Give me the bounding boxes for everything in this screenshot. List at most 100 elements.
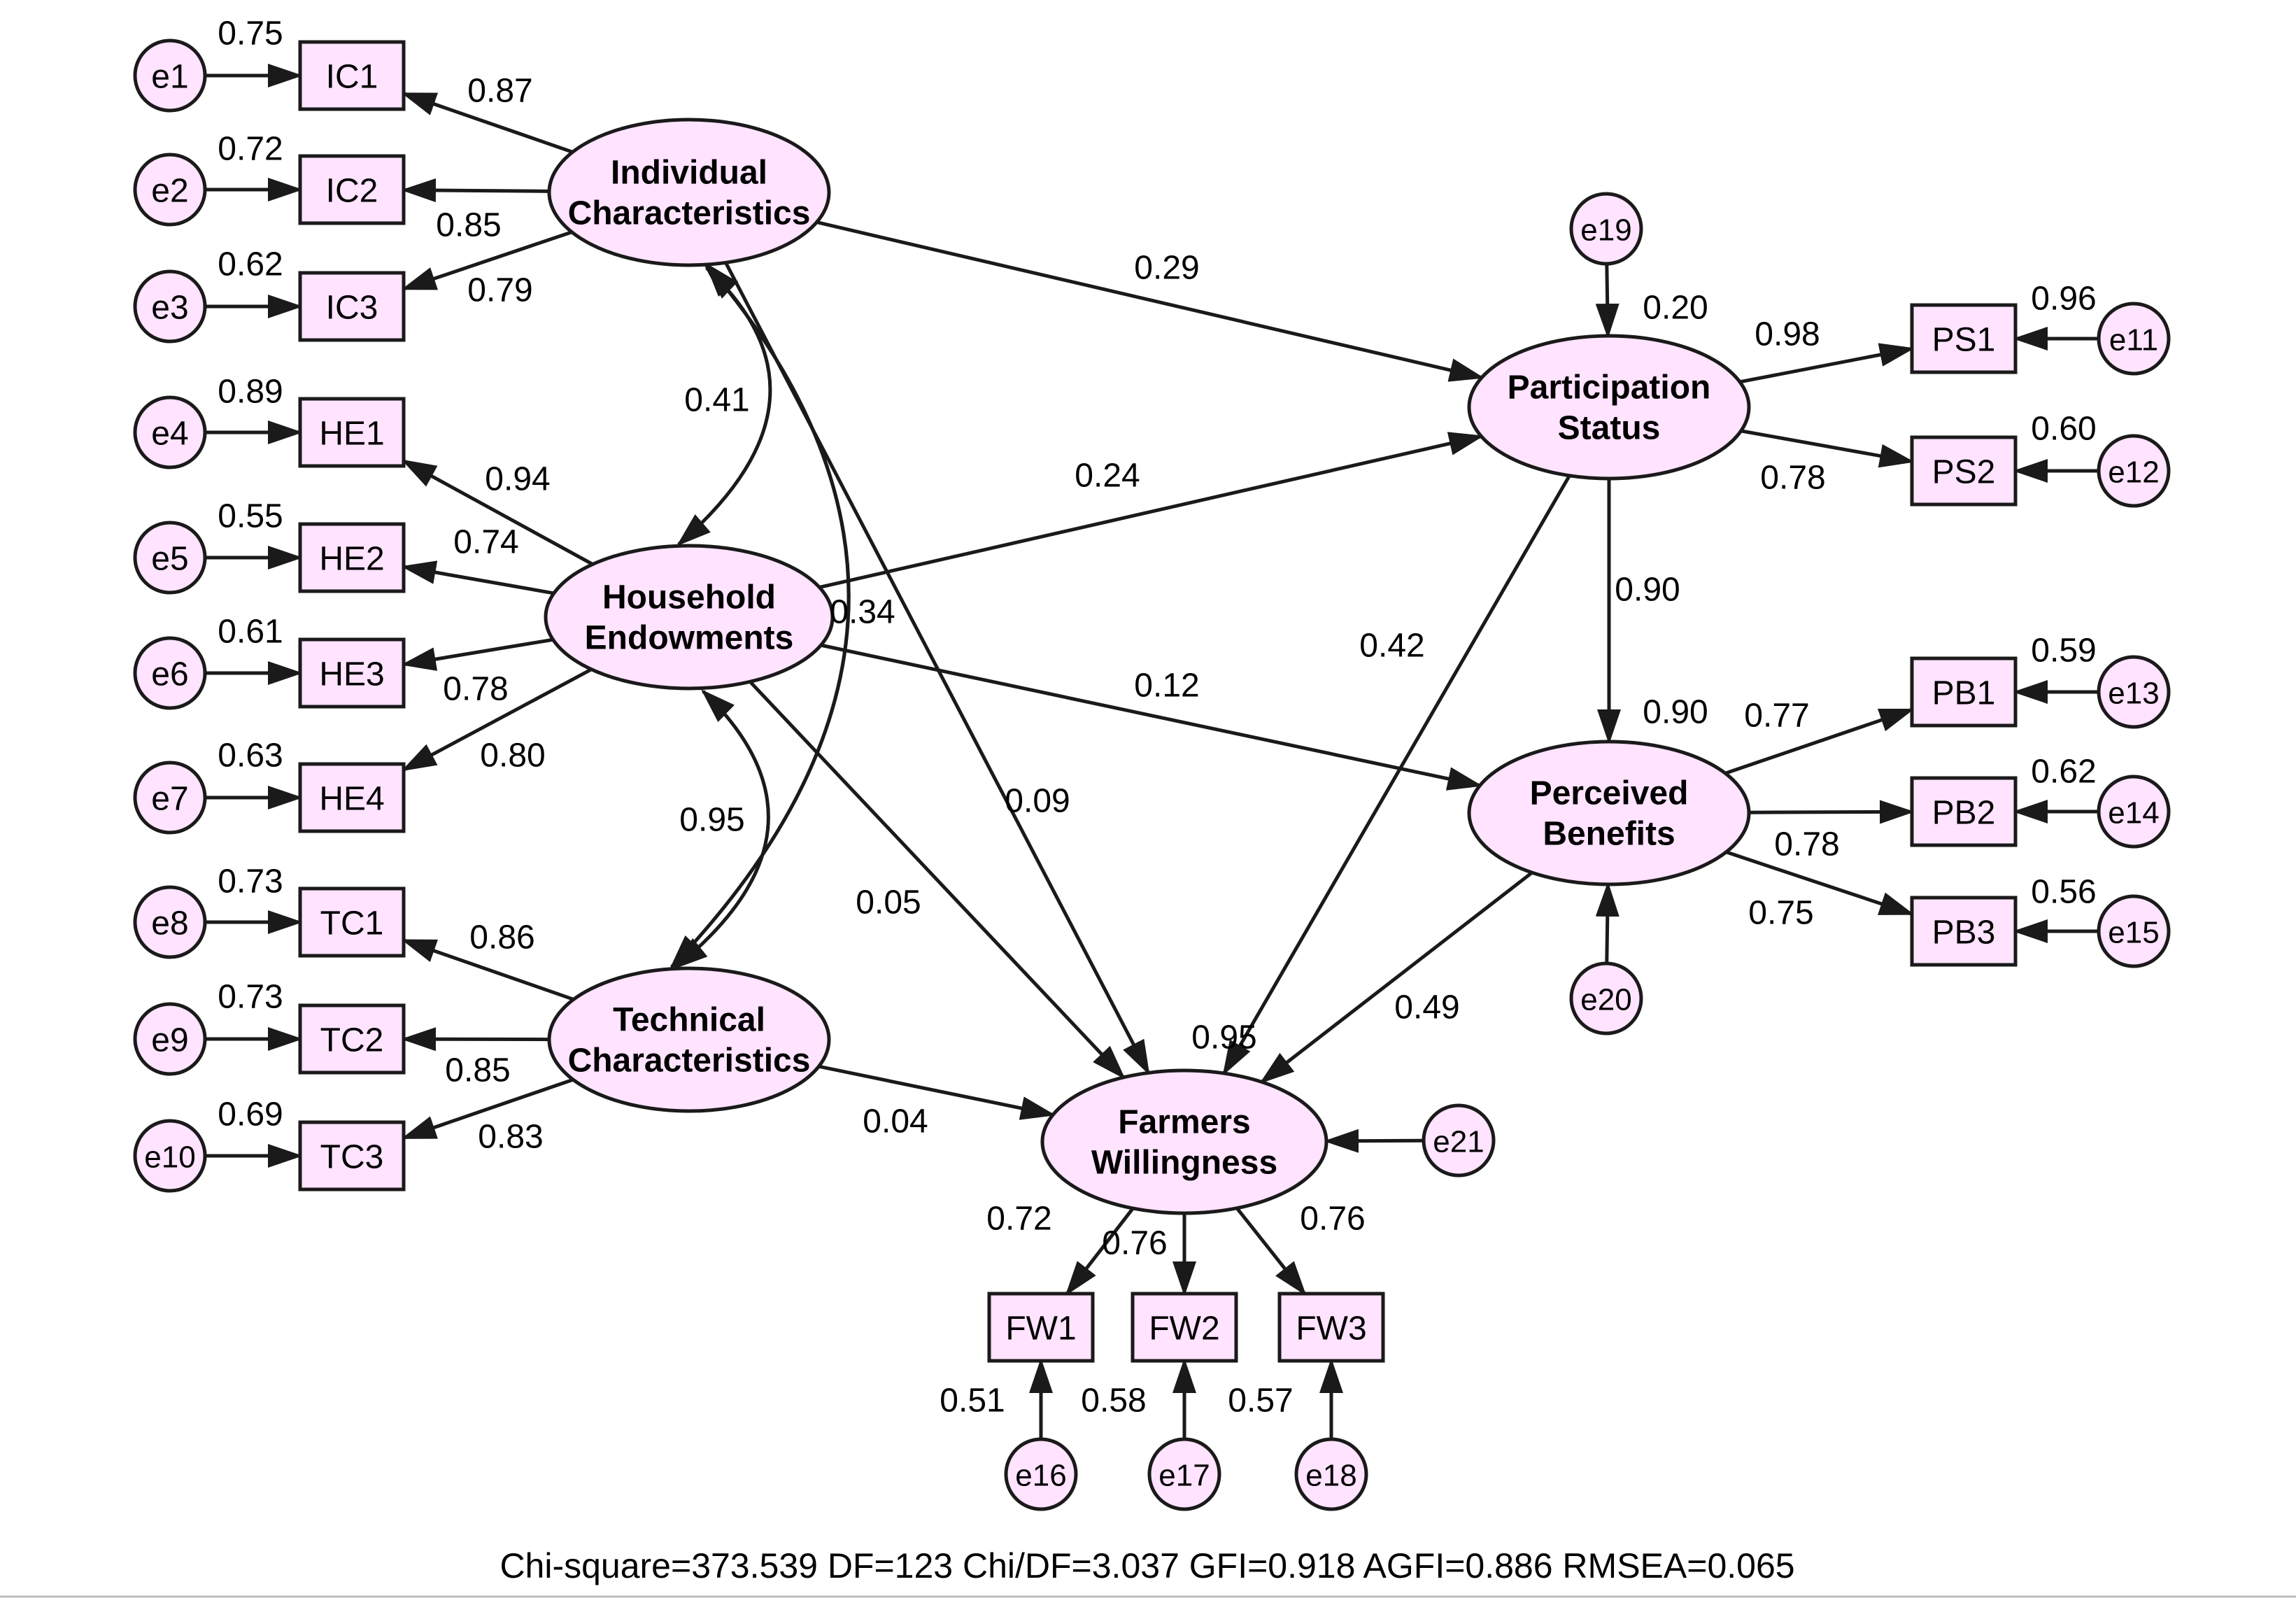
coef-label-e5-he2: 0.55 — [218, 498, 283, 535]
latent-label-line1: Technical — [613, 1002, 765, 1039]
indicator-node-ic3: IC3 — [298, 271, 406, 342]
indicator-label: HE1 — [319, 416, 384, 453]
error-circle — [1294, 1437, 1368, 1511]
indicator-label: TC2 — [320, 1022, 384, 1059]
indicator-box — [298, 154, 406, 225]
error-node-e5: e5 — [133, 521, 207, 595]
coef-label-ic-ic1: 0.87 — [467, 73, 532, 110]
error-circle — [133, 395, 207, 469]
path-pb-to-pb3 — [1725, 850, 1915, 916]
error-label: e12 — [2108, 455, 2159, 490]
path-he-to-he3 — [401, 637, 553, 671]
error-node-e20: e20 — [1569, 961, 1643, 1035]
coef-label-he-he2: 0.74 — [453, 524, 518, 561]
error-label: e14 — [2108, 796, 2159, 830]
coef-label-ic-ps: 0.29 — [1134, 250, 1199, 287]
error-circle — [133, 1002, 207, 1076]
error-label: e17 — [1158, 1459, 1210, 1493]
indicator-label: FW1 — [1005, 1310, 1076, 1348]
coef-label-tc-fw: 0.04 — [863, 1103, 928, 1140]
indicator-box — [298, 522, 406, 593]
covariance-ic-tc — [669, 262, 851, 969]
coef-label-tc-tc1: 0.86 — [469, 919, 534, 956]
indicator-node-fw1: FW1 — [987, 1292, 1095, 1363]
covariance-label-ic-he: 0.41 — [684, 382, 749, 419]
coef-label-e15-pb3: 0.56 — [2031, 874, 2096, 911]
path-he-to-he4 — [401, 667, 593, 772]
path-tc-to-tc3 — [401, 1077, 574, 1140]
path-he-to-pb — [820, 643, 1483, 791]
path-ic-to-ic2 — [401, 178, 550, 202]
indicator-node-ic1: IC1 — [298, 40, 406, 111]
error-node-e16: e16 — [1004, 1437, 1078, 1511]
coef-label-ps-pb: 0.90 — [1615, 572, 1680, 609]
coef-label-fw-fw1: 0.72 — [986, 1201, 1051, 1238]
coef-label-he-fw: 0.05 — [856, 884, 921, 921]
coef-label-e12-ps2: 0.60 — [2031, 411, 2096, 448]
error-label: e8 — [151, 905, 188, 942]
coef-label-pb-pb3: 0.75 — [1748, 895, 1813, 932]
coef-label-fw-fw3: 0.76 — [1300, 1201, 1365, 1238]
indicator-label: PB1 — [1932, 675, 1996, 712]
latent-ellipse — [547, 966, 831, 1113]
path-ic-to-ic3 — [401, 230, 573, 291]
path-fw-to-fw1 — [1065, 1207, 1135, 1296]
coef-label-e18-fw3: 0.57 — [1228, 1383, 1293, 1420]
latent-label-line2: Willingness — [1091, 1145, 1277, 1182]
error-circle — [133, 1119, 207, 1193]
indicator-box — [1910, 303, 2018, 374]
error-node-e9: e9 — [133, 1002, 207, 1076]
indicator-box — [298, 1003, 406, 1075]
indicator-box — [1910, 656, 2018, 728]
indicator-node-ps2: PS2 — [1910, 435, 2018, 507]
indicator-node-pb1: PB1 — [1910, 656, 2018, 728]
indicator-box — [1131, 1292, 1238, 1363]
indicator-node-he2: HE2 — [298, 522, 406, 593]
coef-label-e21-fw: 0.95 — [1191, 1019, 1256, 1056]
coef-label-e4-he1: 0.89 — [218, 374, 283, 411]
latent-label-line2: Characteristics — [568, 195, 811, 232]
coef-label-e19-ps: 0.20 — [1643, 290, 1708, 327]
error-node-e12: e12 — [2097, 434, 2171, 508]
error-node-e18: e18 — [1294, 1437, 1368, 1511]
coef-label-he-he4: 0.80 — [480, 737, 545, 775]
indicator-label: PS1 — [1932, 322, 1996, 359]
indicator-node-ps1: PS1 — [1910, 303, 2018, 374]
fit-indices-text: Chi-square=373.539 DF=123 Chi/DF=3.037 G… — [499, 1546, 1794, 1585]
coef-label-e16-fw1: 0.51 — [940, 1383, 1005, 1420]
coef-label-e14-pb2: 0.62 — [2031, 754, 2096, 791]
indicator-label: TC1 — [320, 905, 384, 942]
path-e20-to-pb — [1595, 881, 1620, 964]
error-node-e6: e6 — [133, 636, 207, 710]
latent-label-line1: Perceived — [1530, 775, 1689, 812]
error-node-e10: e10 — [133, 1119, 207, 1193]
error-label: e6 — [151, 656, 188, 693]
error-circle — [133, 153, 207, 227]
indicator-node-he3: HE3 — [298, 637, 406, 709]
coef-label-he-he3: 0.78 — [443, 671, 508, 708]
indicator-box — [1910, 435, 2018, 507]
error-circle — [133, 636, 207, 710]
error-node-e2: e2 — [133, 153, 207, 227]
indicator-node-he1: HE1 — [298, 397, 406, 468]
indicator-node-tc1: TC1 — [298, 886, 406, 958]
error-circle — [1147, 1437, 1221, 1511]
coef-label-tc-tc3: 0.83 — [478, 1119, 543, 1156]
indicator-node-ic2: IC2 — [298, 154, 406, 225]
path-he-to-he1 — [401, 459, 594, 566]
error-label: e3 — [151, 290, 188, 327]
path-ps-to-ps1 — [1739, 343, 1915, 384]
error-node-e8: e8 — [133, 885, 207, 959]
indicator-box — [1277, 1292, 1385, 1363]
coef-label-pb-pb2: 0.78 — [1774, 826, 1839, 863]
covariance-label-ic-tc: 0.34 — [830, 594, 895, 631]
error-node-e1: e1 — [133, 38, 207, 113]
coef-label-e7-he4: 0.63 — [218, 737, 283, 775]
indicator-label: IC3 — [326, 290, 378, 327]
coef-label-e11-ps1: 0.96 — [2031, 281, 2096, 318]
path-e19-to-ps — [1595, 263, 1620, 339]
